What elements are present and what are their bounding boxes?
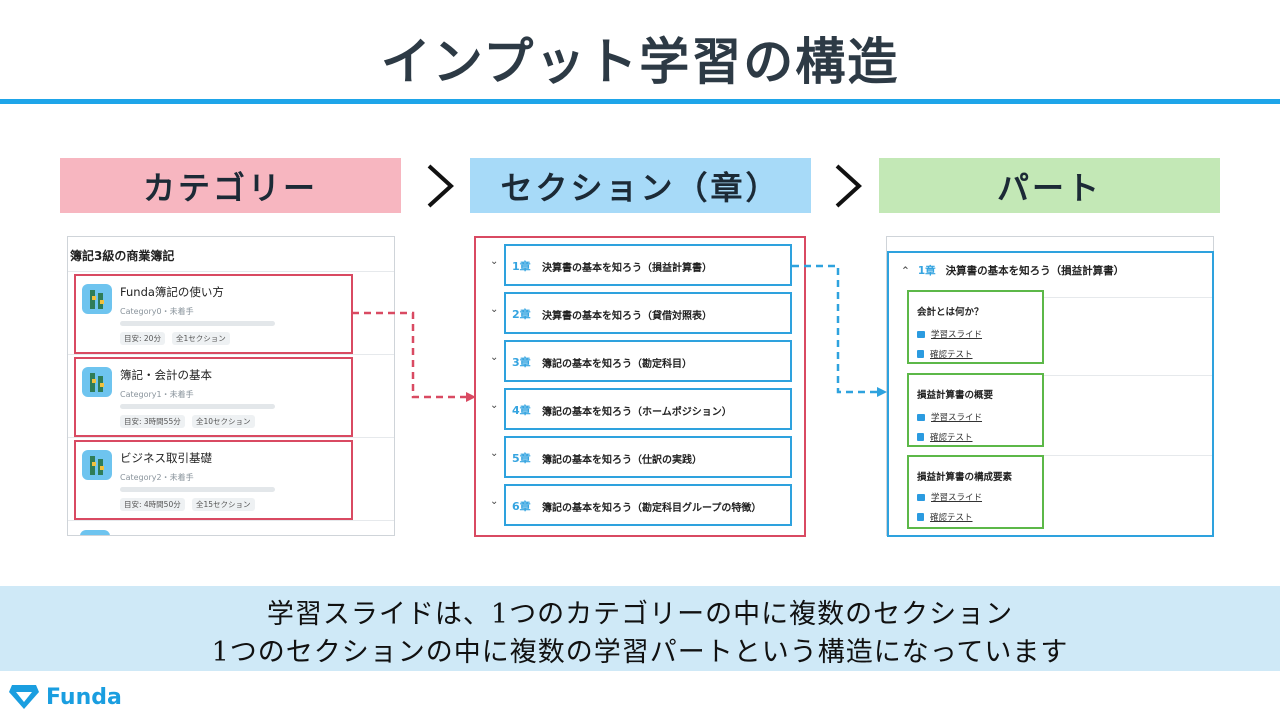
section-number: 6章 xyxy=(512,500,531,513)
slide-icon xyxy=(917,331,925,338)
chevron-up-icon: ⌃ xyxy=(901,265,910,277)
section-item[interactable]: 2章 決算書の基本を知ろう（貸借対照表） xyxy=(504,292,792,334)
section-number: 2章 xyxy=(512,308,531,321)
chevron-right-icon xyxy=(427,164,454,208)
section-label: 簿記の基本を知ろう（勘定科目） xyxy=(542,359,692,370)
divider xyxy=(68,437,394,438)
duration-tag: 目安: 3時間55分 xyxy=(120,415,185,428)
part-title: 会計とは何か？ xyxy=(917,307,984,318)
part-header: パート xyxy=(879,158,1220,213)
section-count-tag: 全1セクション xyxy=(172,332,230,345)
test-icon xyxy=(917,350,924,358)
category-item[interactable]: 簿記・会計の基本 Category1・未着手 目安: 3時間55分 全10セクシ… xyxy=(74,357,353,437)
section-label: 簿記の基本を知ろう（仕訳の実践） xyxy=(542,455,702,466)
slide-link[interactable]: 学習スライド xyxy=(917,411,982,423)
chevron-down-icon: ⌄ xyxy=(490,304,499,315)
logo-text: Funda xyxy=(46,684,122,710)
category-meta: Category0・未着手 xyxy=(120,307,194,316)
section-row[interactable]: ⌄ 2章 決算書の基本を知ろう（貸借対照表） xyxy=(476,286,804,334)
chevron-down-icon: ⌄ xyxy=(490,496,499,507)
diamond-logo-icon xyxy=(9,685,39,709)
test-link[interactable]: 確認テスト xyxy=(917,348,973,360)
progress-bar xyxy=(120,487,275,492)
expanded-section-header[interactable]: ⌃ 1章決算書の基本を知ろう（損益計算書） xyxy=(901,263,1124,278)
section-row[interactable]: ⌄ 6章 簿記の基本を知ろう（勘定科目グループの特徴） xyxy=(476,478,804,526)
chevron-down-icon: ⌄ xyxy=(490,256,499,267)
section-count-tag: 全10セクション xyxy=(192,415,255,428)
divider xyxy=(68,520,394,521)
section-label: 決算書の基本を知ろう（損益計算書） xyxy=(542,263,712,274)
progress-bar xyxy=(120,404,275,409)
section-count-tag: 全15セクション xyxy=(192,498,255,511)
funda-logo: Funda xyxy=(8,680,122,714)
category-panel-title: 簿記3級の商業簿記 xyxy=(68,237,394,272)
chevron-down-icon: ⌄ xyxy=(490,352,499,363)
section-row[interactable]: ⌄ 3章 簿記の基本を知ろう（勘定科目） xyxy=(476,334,804,382)
section-item[interactable]: 1章 決算書の基本を知ろう（損益計算書） xyxy=(504,244,792,286)
chevron-right-icon xyxy=(835,164,862,208)
test-icon xyxy=(917,513,924,521)
section-label: 簿記の基本を知ろう（ホームポジション） xyxy=(542,407,732,418)
part-item[interactable]: 会計とは何か？ 学習スライド 確認テスト xyxy=(907,290,1044,364)
section-row[interactable]: ⌄ 4章 簿記の基本を知ろう（ホームポジション） xyxy=(476,382,804,430)
category-item[interactable]: ビジネス取引基礎 Category2・未着手 目安: 4時間50分 全15セクシ… xyxy=(74,440,353,520)
category-meta: Category1・未着手 xyxy=(120,390,194,399)
section-number: 1章 xyxy=(512,260,531,273)
section-item[interactable]: 4章 簿記の基本を知ろう（ホームポジション） xyxy=(504,388,792,430)
category-name: 簿記・会計の基本 xyxy=(120,368,212,382)
chevron-down-icon: ⌄ xyxy=(490,448,499,459)
category-item[interactable]: Funda簿記の使い方 Category0・未着手 目安: 20分 全1セクショ… xyxy=(74,274,353,354)
summary-line-1: 学習スライドは、1つのカテゴリーの中に複数のセクション xyxy=(266,599,1014,630)
duration-tag: 目安: 4時間50分 xyxy=(120,498,185,511)
part-item[interactable]: 損益計算書の構成要素 学習スライド 確認テスト xyxy=(907,455,1044,529)
ledger-app-icon xyxy=(82,450,112,480)
duration-tag: 目安: 20分 xyxy=(120,332,165,345)
section-label: 決算書の基本を知ろう（損益計算書） xyxy=(945,265,1125,277)
section-number: 5章 xyxy=(512,452,531,465)
title-underline xyxy=(0,99,1280,104)
slide-link[interactable]: 学習スライド xyxy=(917,491,982,503)
test-icon xyxy=(917,433,924,441)
summary-band: 学習スライドは、1つのカテゴリーの中に複数のセクション 1つのセクションの中に複… xyxy=(0,586,1280,671)
section-row[interactable]: ⌄ 5章 簿記の基本を知ろう（仕訳の実践） xyxy=(476,430,804,478)
slide-icon xyxy=(917,414,925,421)
page-title: インプット学習の構造 xyxy=(380,33,900,91)
slide-link[interactable]: 学習スライド xyxy=(917,328,982,340)
ledger-app-icon xyxy=(82,367,112,397)
section-panel: ⌄ 1章 決算書の基本を知ろう（損益計算書） ⌄ 2章 決算書の基本を知ろう（貸… xyxy=(474,236,806,537)
section-label: 決算書の基本を知ろう（貸借対照表） xyxy=(542,311,712,322)
divider xyxy=(907,297,1212,298)
section-item[interactable]: 3章 簿記の基本を知ろう（勘定科目） xyxy=(504,340,792,382)
section-item[interactable]: 6章 簿記の基本を知ろう（勘定科目グループの特徴） xyxy=(504,484,792,526)
section-label: 簿記の基本を知ろう（勘定科目グループの特徴） xyxy=(542,503,762,514)
category-header: カテゴリー xyxy=(60,158,401,213)
section-row[interactable]: ⌄ 1章 決算書の基本を知ろう（損益計算書） xyxy=(476,238,804,286)
chevron-down-icon: ⌄ xyxy=(490,400,499,411)
part-panel: ⌃ 1章決算書の基本を知ろう（損益計算書） 会計とは何か？ 学習スライド 確認テス… xyxy=(886,236,1214,537)
section-number: 4章 xyxy=(512,404,531,417)
ledger-app-icon xyxy=(80,530,110,535)
section-header: セクション（章） xyxy=(470,158,811,213)
section-number: 1章 xyxy=(917,265,936,277)
category-panel: 簿記3級の商業簿記 Funda簿記の使い方 Category0・未着手 目安: … xyxy=(67,236,395,536)
progress-bar xyxy=(120,321,275,326)
section-number: 3章 xyxy=(512,356,531,369)
part-title: 損益計算書の概要 xyxy=(917,390,994,401)
part-title: 損益計算書の構成要素 xyxy=(917,472,1013,483)
divider xyxy=(907,375,1212,376)
test-link[interactable]: 確認テスト xyxy=(917,511,973,523)
category-meta: Category2・未着手 xyxy=(120,473,194,482)
summary-line-2: 1つのセクションの中に複数の学習パートという構造になっています xyxy=(211,637,1069,668)
slide-icon xyxy=(917,494,925,501)
expanded-section: ⌃ 1章決算書の基本を知ろう（損益計算書） 会計とは何か？ 学習スライド 確認テス… xyxy=(887,251,1214,537)
test-link[interactable]: 確認テスト xyxy=(917,431,973,443)
divider xyxy=(68,354,394,355)
category-name: Funda簿記の使い方 xyxy=(120,285,224,299)
category-name: ビジネス取引基礎 xyxy=(120,451,212,465)
section-item[interactable]: 5章 簿記の基本を知ろう（仕訳の実践） xyxy=(504,436,792,478)
divider xyxy=(907,455,1212,456)
ledger-app-icon xyxy=(82,284,112,314)
part-item[interactable]: 損益計算書の概要 学習スライド 確認テスト xyxy=(907,373,1044,447)
